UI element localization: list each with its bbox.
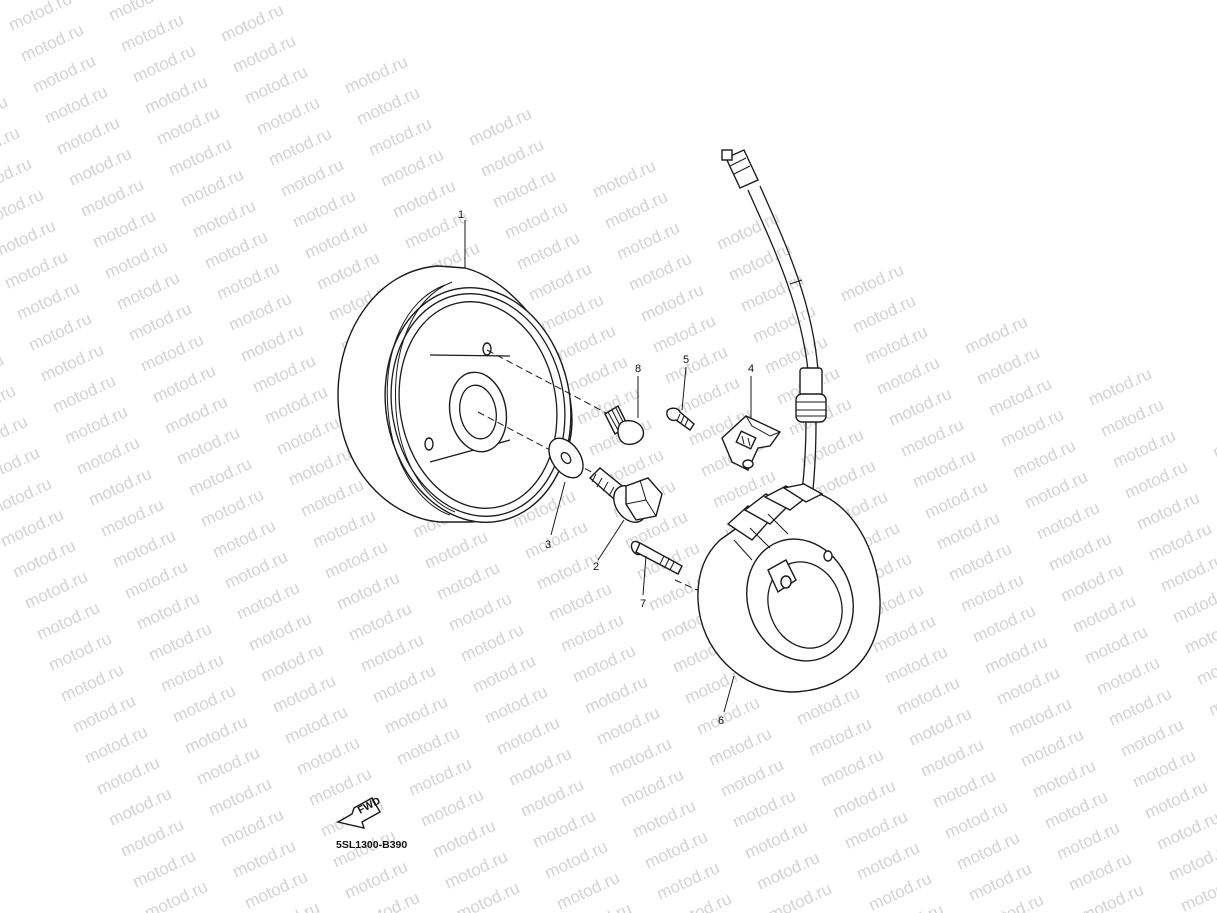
part-1-flywheel-rotor[interactable] — [337, 265, 589, 537]
callout-1: 1 — [458, 209, 464, 221]
callout-6: 6 — [718, 715, 724, 727]
part-8-bolt[interactable] — [604, 405, 645, 446]
part-4-bracket[interactable] — [721, 415, 782, 471]
part-2-flange-bolt[interactable] — [588, 467, 663, 528]
part-7-long-screw[interactable] — [629, 539, 683, 575]
part-6-stator-assembly[interactable] — [697, 149, 881, 693]
diagram-code: 5SL1300-B390 — [336, 839, 407, 851]
part-3-washer[interactable] — [542, 432, 590, 484]
callout-5: 5 — [683, 354, 689, 366]
callout-7: 7 — [640, 598, 646, 610]
callout-8: 8 — [635, 363, 641, 375]
part-5-screw[interactable] — [666, 407, 695, 431]
watermark-text: motod.ru — [1210, 416, 1217, 462]
callout-3: 3 — [545, 539, 551, 551]
callout-4: 4 — [748, 363, 754, 375]
callout-2: 2 — [593, 561, 599, 573]
